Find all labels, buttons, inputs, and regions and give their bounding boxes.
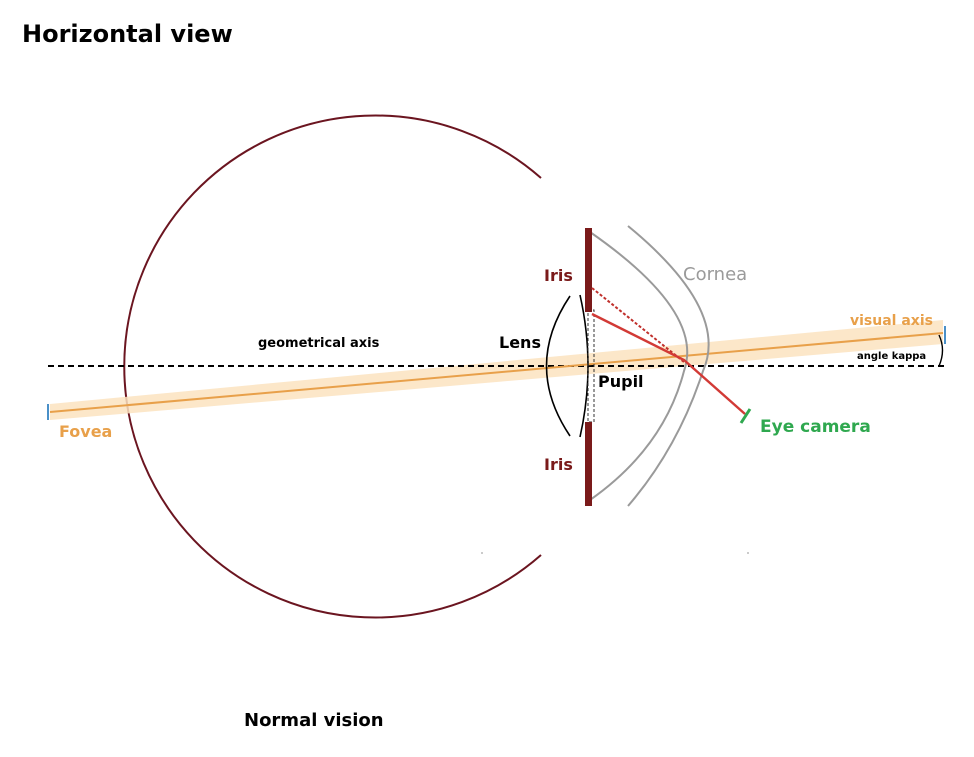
lens-label: Lens	[499, 333, 541, 352]
iris-bottom-bar	[585, 422, 592, 506]
visual-axis-label: visual axis	[850, 313, 933, 329]
fovea-label: Fovea	[59, 422, 112, 441]
geometrical-axis-label: geometrical axis	[258, 336, 380, 351]
diagram-title: Horizontal view	[22, 20, 233, 48]
camera-ray	[591, 312, 746, 415]
angle-kappa-label: angle kappa	[857, 351, 926, 362]
diagram-caption: Normal vision	[244, 710, 384, 731]
eye-camera-label: Eye camera	[760, 417, 871, 437]
lens-back-curve	[545, 295, 571, 437]
cornea-outer-arc	[627, 225, 710, 507]
iris-bottom-label: Iris	[544, 455, 573, 474]
cornea-label: Cornea	[683, 264, 747, 285]
pupil-label: Pupil	[598, 372, 644, 391]
iris-top-label: Iris	[544, 266, 573, 285]
cornea-inner-arc	[589, 231, 689, 501]
visual-axis-band	[50, 320, 943, 420]
iris-top-bar	[585, 228, 592, 312]
eye-camera-marker	[739, 408, 752, 424]
stray-mark	[481, 552, 483, 554]
stray-mark	[747, 552, 749, 554]
angle-kappa-arc	[938, 334, 944, 367]
visual-axis-line	[49, 332, 944, 413]
eyeball-outline	[123, 114, 542, 619]
